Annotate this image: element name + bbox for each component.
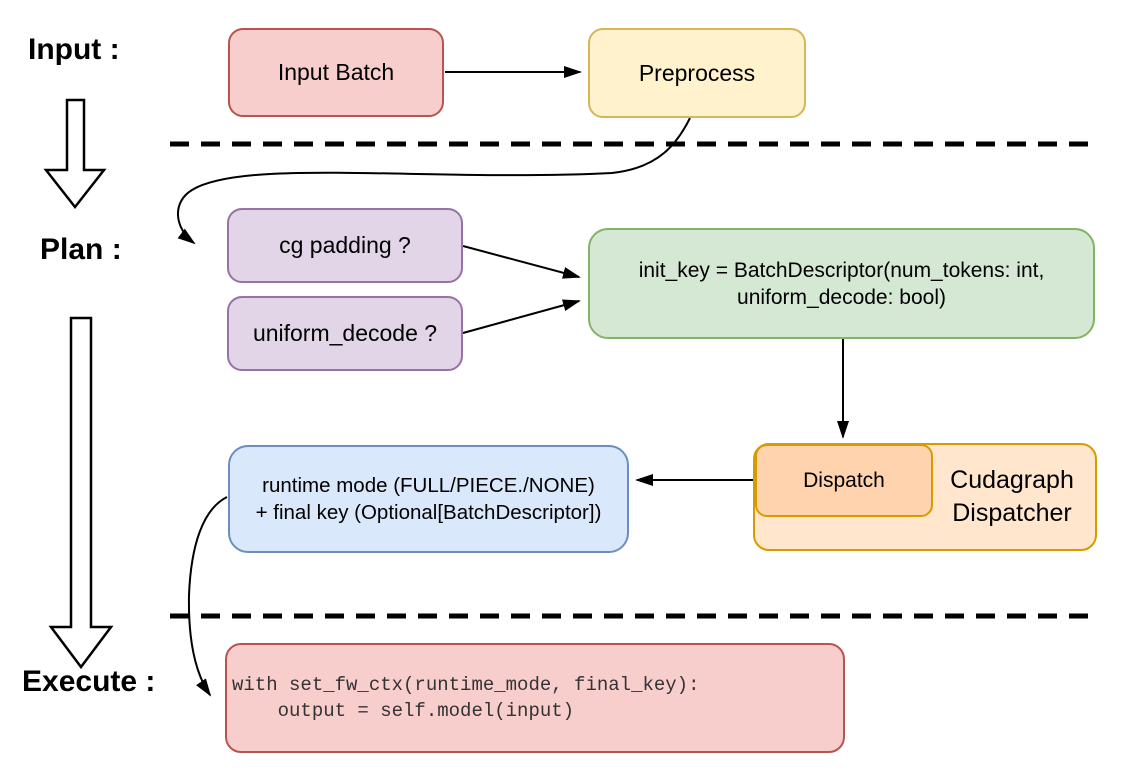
node-runtime-mode-line1: runtime mode (FULL/PIECE./NONE): [262, 474, 595, 497]
execute-code-line1: with set_fw_ctx(runtime_mode, final_key)…: [232, 674, 700, 696]
node-preprocess: Preprocess: [588, 28, 806, 118]
hollow-arrow-input-to-plan-icon: [43, 98, 107, 210]
node-cg-padding-label: cg padding ?: [279, 232, 411, 258]
cudagraph-dispatcher-line2: Dispatcher: [952, 499, 1072, 527]
node-init-key-line2: uniform_decode: bool): [737, 285, 946, 309]
node-uniform-decode-label: uniform_decode ?: [252, 320, 438, 346]
section-label-execute: Execute :: [22, 665, 156, 698]
node-input-batch-label: Input Batch: [277, 59, 395, 85]
node-uniform-decode: uniform_decode ?: [227, 296, 463, 371]
cudagraph-dispatcher-label: Cudagraph Dispatcher: [935, 445, 1089, 549]
cudagraph-dispatcher-line1: Cudagraph: [950, 466, 1074, 494]
node-cg-padding: cg padding ?: [227, 208, 463, 283]
node-dispatch: Dispatch: [755, 444, 933, 517]
node-init-key: init_key = BatchDescriptor(num_tokens: i…: [588, 228, 1095, 339]
section-label-plan: Plan :: [40, 233, 122, 266]
node-execute-code: with set_fw_ctx(runtime_mode, final_key)…: [225, 643, 845, 753]
node-preprocess-label: Preprocess: [638, 59, 756, 86]
section-label-input: Input :: [28, 33, 120, 66]
hollow-arrow-plan-to-execute-icon: [48, 316, 114, 670]
arrow-cg-padding-to-init-key: [462, 245, 581, 279]
node-runtime-mode: runtime mode (FULL/PIECE./NONE) + final …: [228, 445, 629, 553]
execute-code-line2: output = self.model(input): [232, 700, 575, 722]
node-runtime-mode-line2: + final key (Optional[BatchDescriptor]): [255, 501, 602, 524]
node-dispatch-label: Dispatch: [803, 468, 885, 492]
arrow-uniform-decode-to-init-key: [462, 299, 581, 334]
arrow-runtime-mode-to-execute-code: [187, 496, 228, 697]
node-init-key-line1: init_key = BatchDescriptor(num_tokens: i…: [638, 258, 1045, 282]
node-input-batch: Input Batch: [228, 28, 444, 117]
